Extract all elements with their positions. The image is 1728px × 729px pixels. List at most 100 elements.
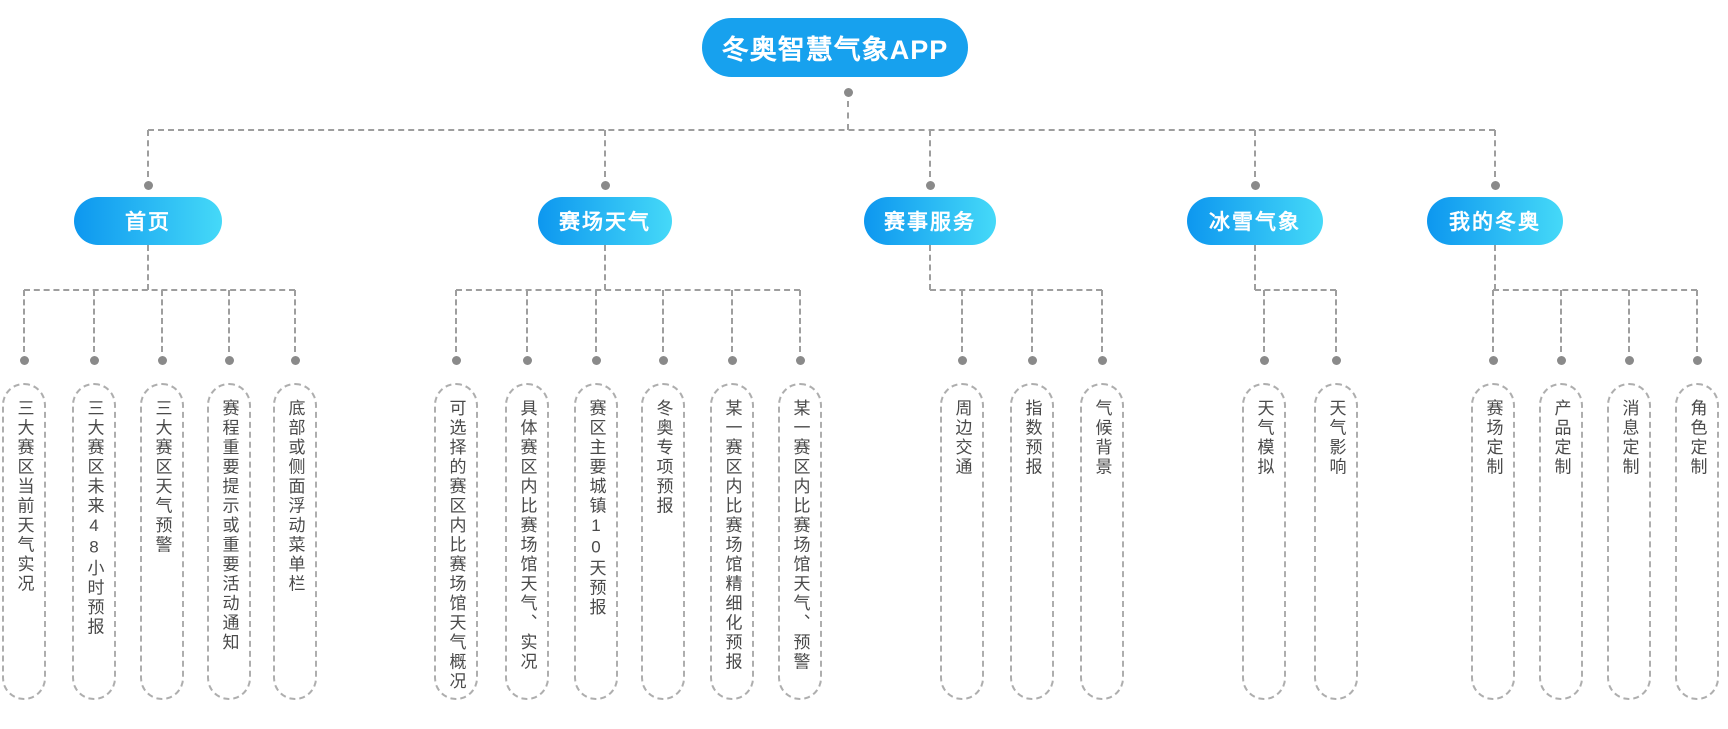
leaf-node-label: 周边交通 bbox=[952, 399, 972, 477]
connector-line bbox=[294, 290, 296, 352]
leaf-node[interactable]: 赛区主要城镇10天预报 bbox=[574, 383, 618, 700]
connector-line bbox=[930, 289, 1102, 291]
connector-dot bbox=[591, 355, 601, 365]
leaf-node[interactable]: 三大赛区天气预警 bbox=[140, 383, 184, 700]
connector-dot bbox=[143, 180, 153, 190]
leaf-node[interactable]: 三大赛区当前天气实况 bbox=[2, 383, 46, 700]
connector-line bbox=[228, 290, 230, 352]
branch-node-label: 赛事服务 bbox=[884, 211, 976, 234]
branch-node[interactable]: 赛场天气 bbox=[538, 197, 672, 245]
leaf-node[interactable]: 具体赛区内比赛场馆天气、实况 bbox=[505, 383, 549, 700]
connector-dot bbox=[451, 355, 461, 365]
leaf-node[interactable]: 赛程重要提示或重要活动通知 bbox=[207, 383, 251, 700]
leaf-node-label: 天气模拟 bbox=[1254, 399, 1274, 477]
leaf-node[interactable]: 指数预报 bbox=[1010, 383, 1054, 700]
leaf-node[interactable]: 消息定制 bbox=[1607, 383, 1651, 700]
connector-dot bbox=[1250, 180, 1260, 190]
connector-dot bbox=[1624, 355, 1634, 365]
connector-dot bbox=[1259, 355, 1269, 365]
branch-node[interactable]: 我的冬奥 bbox=[1427, 197, 1563, 245]
connector-line bbox=[604, 245, 606, 290]
connector-line bbox=[929, 130, 931, 177]
branch-node-label: 冰雪气象 bbox=[1209, 211, 1301, 234]
connector-dot bbox=[925, 180, 935, 190]
branch-node[interactable]: 冰雪气象 bbox=[1187, 197, 1323, 245]
leaf-node[interactable]: 角色定制 bbox=[1675, 383, 1719, 700]
connector-line bbox=[1494, 130, 1496, 177]
connector-dot bbox=[658, 355, 668, 365]
connector-line bbox=[1494, 245, 1496, 290]
leaf-node-label: 赛程重要提示或重要活动通知 bbox=[219, 399, 239, 653]
connector-line bbox=[147, 245, 149, 290]
connector-line bbox=[1255, 289, 1336, 291]
leaf-node[interactable]: 可选择的赛区内比赛场馆天气概况 bbox=[434, 383, 478, 700]
leaf-node-label: 赛区主要城镇10天预报 bbox=[586, 399, 606, 618]
branch-node-label: 我的冬奥 bbox=[1449, 211, 1541, 234]
connector-line bbox=[526, 290, 528, 352]
leaf-node-label: 三大赛区当前天气实况 bbox=[14, 399, 34, 594]
connector-line bbox=[1101, 290, 1103, 352]
leaf-node-label: 产品定制 bbox=[1551, 399, 1571, 477]
root-node-label: 冬奥智慧气象APP bbox=[721, 35, 949, 65]
connector-line bbox=[1254, 130, 1256, 177]
connector-line bbox=[847, 101, 849, 130]
connector-line bbox=[1492, 290, 1494, 352]
connector-line bbox=[1493, 289, 1697, 291]
connector-dot bbox=[224, 355, 234, 365]
leaf-node-label: 三大赛区天气预警 bbox=[152, 399, 172, 555]
connector-dot bbox=[1556, 355, 1566, 365]
leaf-node[interactable]: 产品定制 bbox=[1539, 383, 1583, 700]
leaf-node[interactable]: 底部或侧面浮动菜单栏 bbox=[273, 383, 317, 700]
root-node[interactable]: 冬奥智慧气象APP bbox=[702, 18, 968, 77]
leaf-node-label: 可选择的赛区内比赛场馆天气概况 bbox=[446, 399, 466, 692]
connector-line bbox=[93, 290, 95, 352]
connector-line bbox=[799, 290, 801, 352]
connector-line bbox=[1254, 245, 1256, 290]
connector-line bbox=[929, 245, 931, 290]
connector-dot bbox=[957, 355, 967, 365]
connector-dot bbox=[89, 355, 99, 365]
connector-line bbox=[24, 289, 295, 291]
connector-line bbox=[1031, 290, 1033, 352]
connector-dot bbox=[600, 180, 610, 190]
leaf-node[interactable]: 周边交通 bbox=[940, 383, 984, 700]
connector-dot bbox=[1488, 355, 1498, 365]
branch-node[interactable]: 首页 bbox=[74, 197, 222, 245]
connector-dot bbox=[795, 355, 805, 365]
connector-line bbox=[961, 290, 963, 352]
connector-line bbox=[1335, 290, 1337, 352]
leaf-node[interactable]: 冬奥专项预报 bbox=[641, 383, 685, 700]
connector-line bbox=[23, 290, 25, 352]
leaf-node-label: 三大赛区未来48小时预报 bbox=[84, 399, 104, 637]
branch-node-label: 首页 bbox=[125, 211, 171, 234]
connector-dot bbox=[1692, 355, 1702, 365]
leaf-node-label: 某一赛区内比赛场馆精细化预报 bbox=[722, 399, 742, 672]
connector-dot bbox=[19, 355, 29, 365]
connector-dot bbox=[843, 87, 853, 97]
connector-dot bbox=[157, 355, 167, 365]
branch-node[interactable]: 赛事服务 bbox=[864, 197, 996, 245]
leaf-node-label: 消息定制 bbox=[1619, 399, 1639, 477]
connector-dot bbox=[522, 355, 532, 365]
leaf-node[interactable]: 天气模拟 bbox=[1242, 383, 1286, 700]
connector-line bbox=[1628, 290, 1630, 352]
connector-line bbox=[604, 130, 606, 177]
connector-dot bbox=[1490, 180, 1500, 190]
leaf-node[interactable]: 赛场定制 bbox=[1471, 383, 1515, 700]
leaf-node[interactable]: 气候背景 bbox=[1080, 383, 1124, 700]
leaf-node-label: 角色定制 bbox=[1687, 399, 1707, 477]
connector-dot bbox=[727, 355, 737, 365]
leaf-node[interactable]: 天气影响 bbox=[1314, 383, 1358, 700]
leaf-node[interactable]: 三大赛区未来48小时预报 bbox=[72, 383, 116, 700]
connector-line bbox=[1696, 290, 1698, 352]
leaf-node-label: 冬奥专项预报 bbox=[653, 399, 673, 516]
connector-line bbox=[662, 290, 664, 352]
connector-line bbox=[595, 290, 597, 352]
leaf-node[interactable]: 某一赛区内比赛场馆天气、预警 bbox=[778, 383, 822, 700]
connector-line bbox=[456, 289, 800, 291]
connector-dot bbox=[1027, 355, 1037, 365]
leaf-node[interactable]: 某一赛区内比赛场馆精细化预报 bbox=[710, 383, 754, 700]
connector-dot bbox=[290, 355, 300, 365]
connector-dot bbox=[1331, 355, 1341, 365]
